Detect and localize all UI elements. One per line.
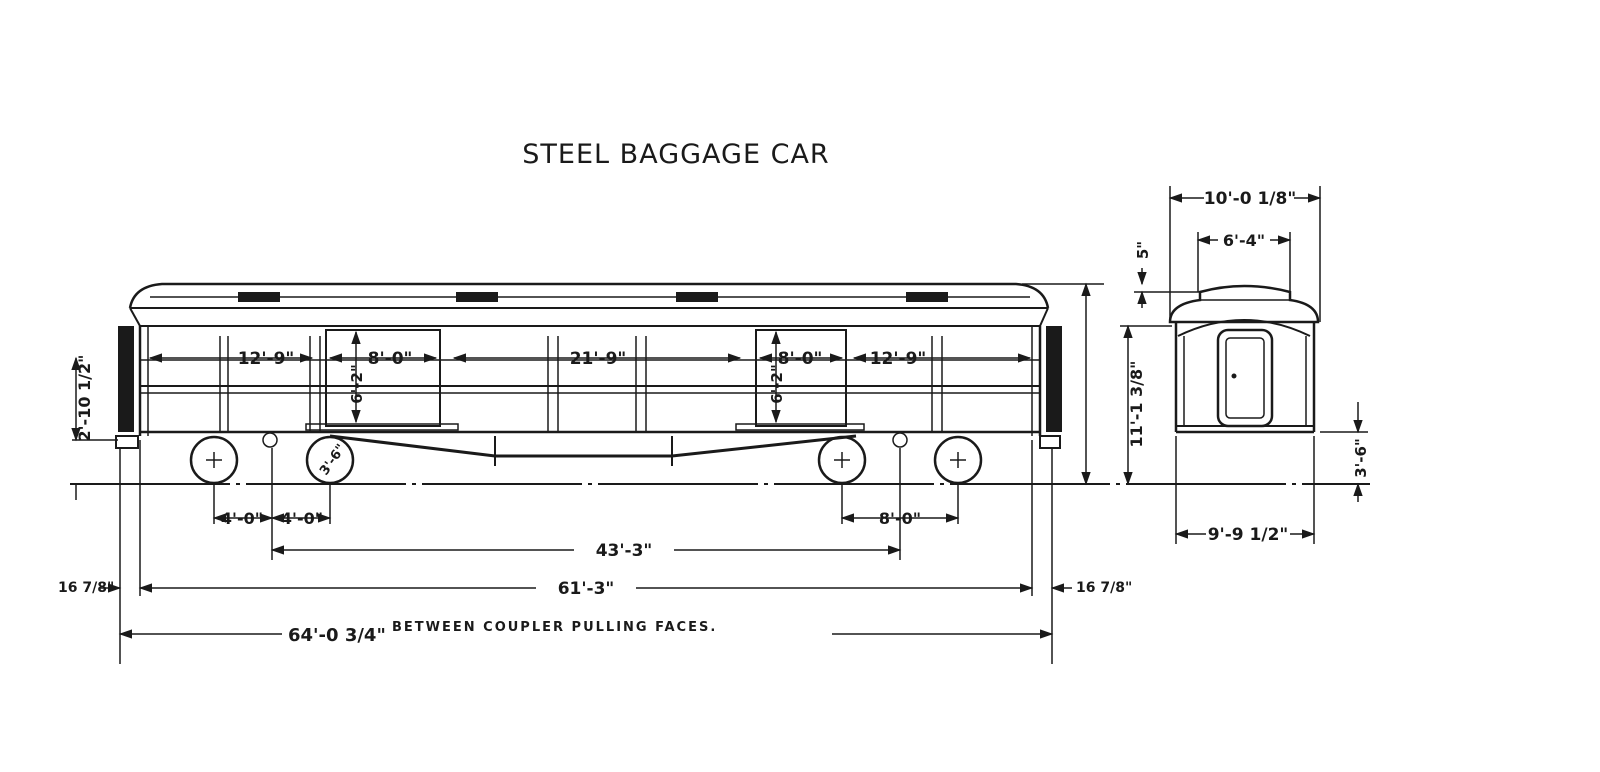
dim-overall-width: 10'-0 1/8" [1204,189,1296,209]
label-mask [1204,188,1294,208]
label-mask [1218,231,1270,249]
dim-floor-height: 3'-6" [1352,438,1370,478]
diaphragm-right [1046,326,1062,432]
end-roof [1168,284,1320,324]
dim-axle-a: 4'-0" [221,509,263,528]
dim-door-height-right: 6'-2" [768,364,786,404]
side-dimension-lines [70,282,1172,664]
dim-overhang-right: 16 7/8" [1076,580,1132,596]
dim-roof-width: 6'-4" [1223,231,1265,250]
dim-body-height: 11'-1 3/8" [1127,361,1146,448]
coupler-left [115,435,139,449]
dim-step-height: 2'-10 1/2" [75,355,94,442]
label-mask [536,578,636,598]
dim-overall-length: 64'-0 3/4" [288,625,386,646]
end-elevation [1168,284,1320,434]
dim-wheel-diameter: 3'-6" [317,442,349,479]
dim-roof-rise: 5" [1134,241,1152,259]
diaphragm-left [118,326,134,432]
side-elevation [70,282,1370,485]
coupler-right [1039,435,1061,449]
dim-body-length: 61'-3" [558,579,615,599]
dim-overall-note: BETWEEN COUPLER PULLING FACES. [392,620,717,635]
label-mask [574,540,674,560]
wheel [189,435,239,485]
dim-panel-center: 21'-9" [570,349,627,369]
dim-door-height-left: 6'-2" [348,364,366,404]
truss-rod [329,434,857,458]
wheel [817,435,867,485]
label-mask [1206,524,1290,544]
truck-center [892,432,908,448]
baggage-door-left [325,329,441,427]
dim-panel-right: 12'-9" [870,349,927,369]
dim-door-right: 8'-0" [778,349,823,369]
dim-door-left: 8'-0" [368,349,413,369]
dim-body-width: 9'-9 1/2" [1208,525,1289,545]
baggage-door-right [755,329,847,427]
side-roof [128,282,1050,309]
drawing-title: STEEL BAGGAGE CAR [522,139,829,170]
end-door [1216,328,1274,428]
truck-center [262,432,278,448]
dim-truck-centers: 43'-3" [596,541,653,561]
label-mask [282,622,832,644]
wheel [933,435,983,485]
dim-axle-b: 4'-0" [281,509,323,528]
dim-overhang-left: 16 7/8" [58,580,114,596]
dim-truck-wheelbase: 8'-0" [879,509,921,528]
dim-panel-left: 12'-9" [238,349,295,369]
